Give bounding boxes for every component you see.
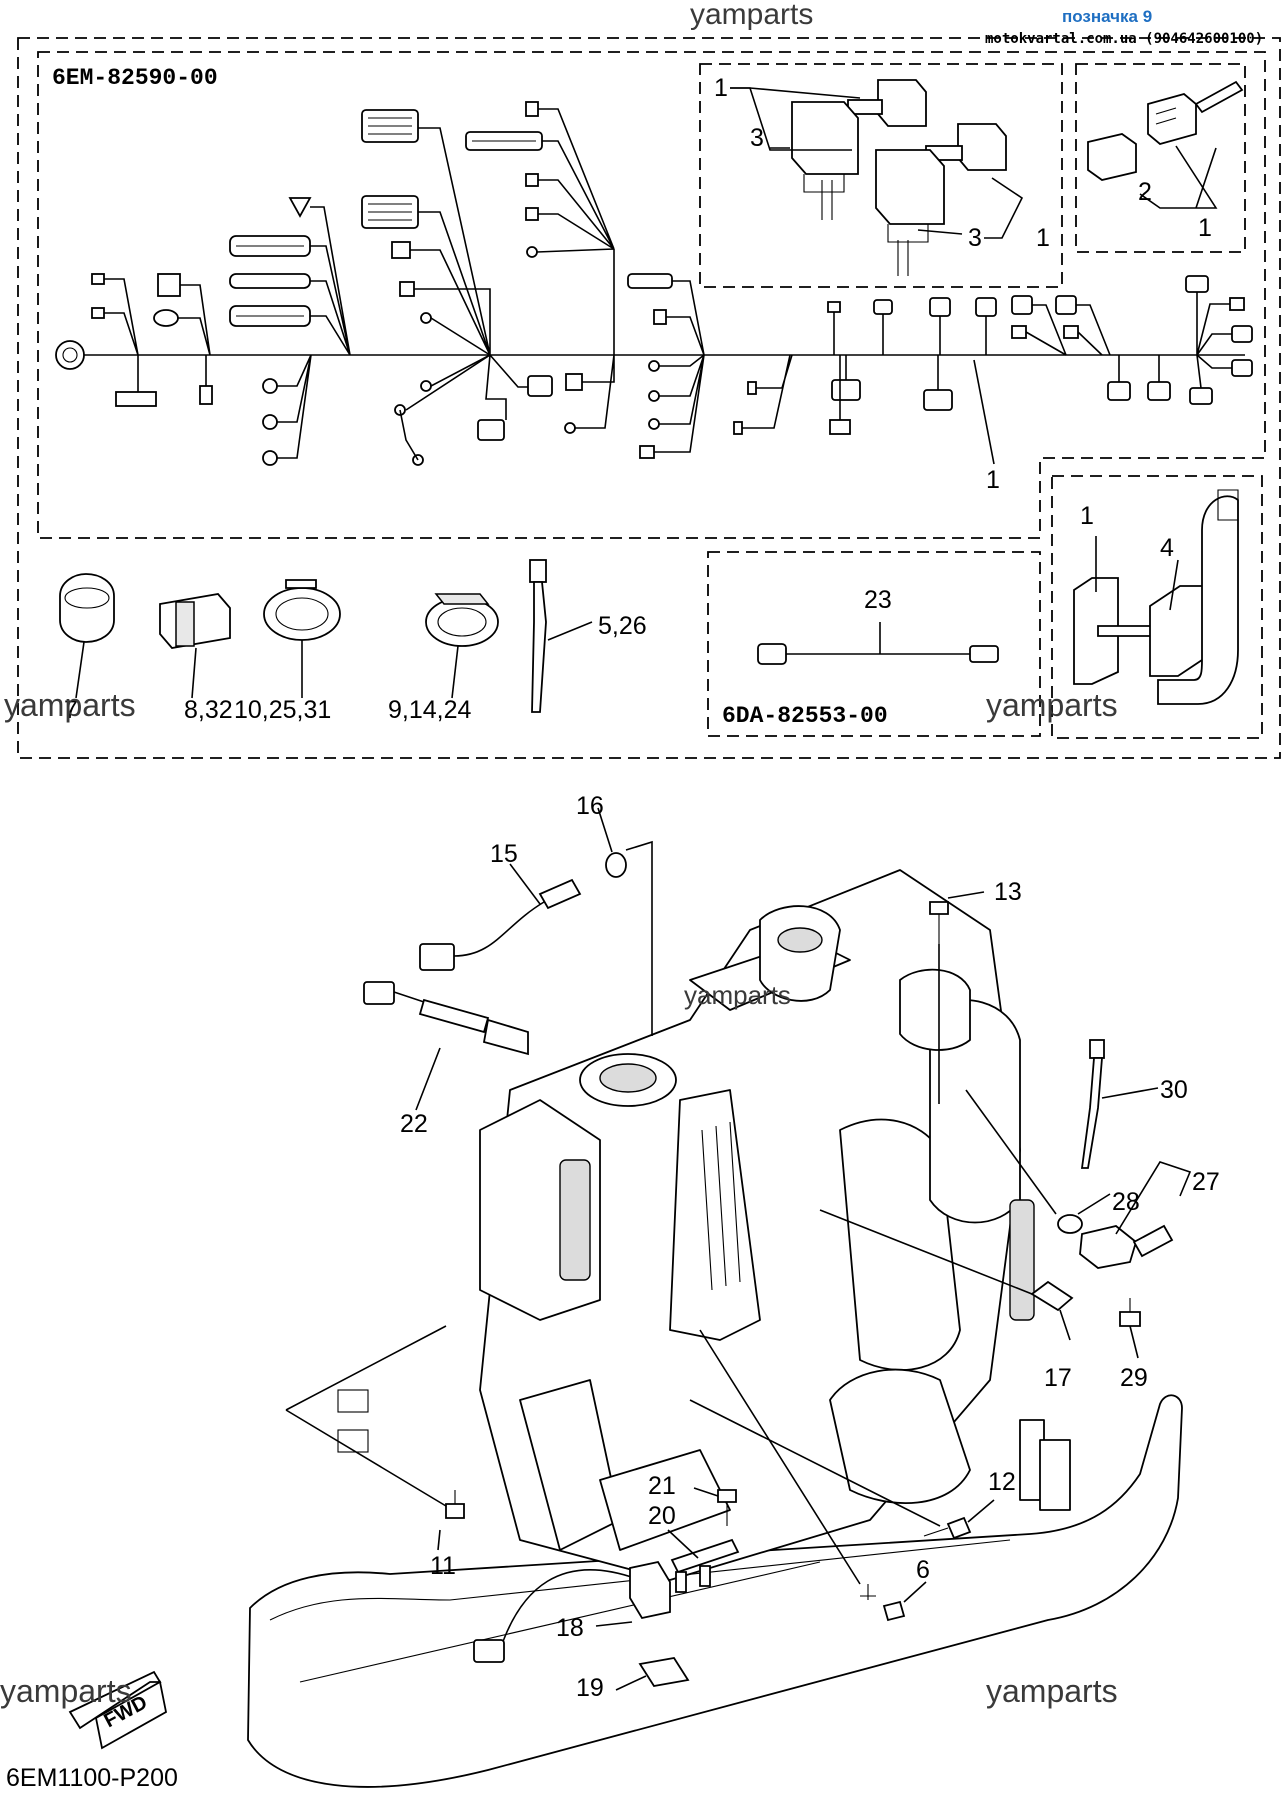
callout-1a: 1 xyxy=(714,74,728,102)
engine-assembly xyxy=(247,869,1183,1788)
callout-2: 2 xyxy=(1138,178,1152,206)
bolt-29: 29 xyxy=(1119,1298,1148,1392)
bolt-11: 11 xyxy=(285,1325,465,1580)
callout-18: 18 xyxy=(556,1614,584,1642)
subharness-code: 6DA-82553-00 xyxy=(722,703,888,729)
callout-27: 27 xyxy=(1192,1168,1220,1196)
callout-1d: 1 xyxy=(986,466,1000,494)
callout-16: 16 xyxy=(576,792,604,820)
callout-7: 7 xyxy=(64,696,78,724)
cable-tie-30: 30 xyxy=(1080,1039,1188,1169)
clamp-7: 7 xyxy=(59,573,115,724)
bracket-20: 20 xyxy=(648,1502,740,1593)
callout-20: 20 xyxy=(648,1502,676,1530)
clamp-9-14-24: 9,14,24 xyxy=(388,593,499,724)
bolt-13: 13 xyxy=(929,878,1022,1104)
main-wire-harness xyxy=(55,101,1253,466)
watermark-top: yamparts xyxy=(690,0,813,31)
callout-1e: 1 xyxy=(1080,502,1094,530)
fwd-arrow-icon: FWD xyxy=(68,1670,168,1750)
clamp-8-32: 8,32 xyxy=(159,593,233,724)
watermark: yamparts xyxy=(0,1673,132,1709)
callout-8-32: 8,32 xyxy=(184,696,233,724)
harness-18: 18 xyxy=(473,1560,671,1663)
callout-1c: 1 xyxy=(1198,214,1212,242)
switch-17: 17 xyxy=(819,1209,1074,1392)
callout-6: 6 xyxy=(916,1556,930,1584)
kit-frame xyxy=(17,37,1281,759)
watermark: yamparts xyxy=(4,687,136,723)
callout-19: 19 xyxy=(576,1674,604,1702)
callout-22: 22 xyxy=(400,1110,428,1138)
pn-link[interactable]: позначка 9 xyxy=(1062,7,1152,26)
callout-5-26: 5,26 xyxy=(598,612,647,640)
callout-15: 15 xyxy=(490,840,518,868)
bolt-21: 21 xyxy=(648,1472,737,1526)
sensor-22: 22 xyxy=(363,981,529,1138)
callout-23: 23 xyxy=(864,586,892,614)
ring-16: 16 xyxy=(576,792,653,1036)
connector-box: 2 1 xyxy=(1075,63,1246,253)
watermark: yamparts xyxy=(684,980,791,1010)
callout-10-25-31: 10,25,31 xyxy=(234,696,331,724)
sensor-15: 15 xyxy=(419,840,582,971)
callout-3a: 3 xyxy=(750,124,764,152)
relay-icon xyxy=(875,123,1007,276)
relay-box: 1 3 3 1 xyxy=(699,63,1063,288)
grommet-19: 19 xyxy=(576,1657,690,1702)
callout-21: 21 xyxy=(648,1472,676,1500)
callout-4: 4 xyxy=(1160,534,1174,562)
callout-17: 17 xyxy=(1044,1364,1072,1392)
callout-28: 28 xyxy=(1112,1188,1140,1216)
watermark: yamparts xyxy=(986,1673,1118,1709)
callout-3b: 3 xyxy=(968,224,982,252)
bolt-6: 6 xyxy=(699,1329,930,1622)
sensor-box: 1 4 xyxy=(1051,475,1263,739)
callout-29: 29 xyxy=(1120,1364,1148,1392)
callout-9-14-24: 9,14,24 xyxy=(388,696,472,724)
callout-1b: 1 xyxy=(1036,224,1050,252)
figure-code: 6EM1100-P200 xyxy=(6,1764,178,1792)
relay-icon xyxy=(791,79,927,220)
harness-code: 6EM-82590-00 xyxy=(52,65,218,91)
callout-11: 11 xyxy=(430,1552,456,1580)
callout-13: 13 xyxy=(994,878,1022,906)
cable-tie-5-26: 5,26 xyxy=(529,559,647,713)
bolt-12: 12 xyxy=(689,1399,1016,1540)
watermark: yamparts xyxy=(986,687,1118,723)
clamp-10-25-31: 10,25,31 xyxy=(234,579,341,724)
subharness-box: 23 6DA-82553-00 xyxy=(707,551,1041,737)
sensor-27: 28 27 xyxy=(965,1089,1220,1269)
site-label: motokvartal.com.ua (904642600100) xyxy=(985,31,1263,47)
callout-30: 30 xyxy=(1160,1076,1188,1104)
callout-12: 12 xyxy=(988,1468,1016,1496)
